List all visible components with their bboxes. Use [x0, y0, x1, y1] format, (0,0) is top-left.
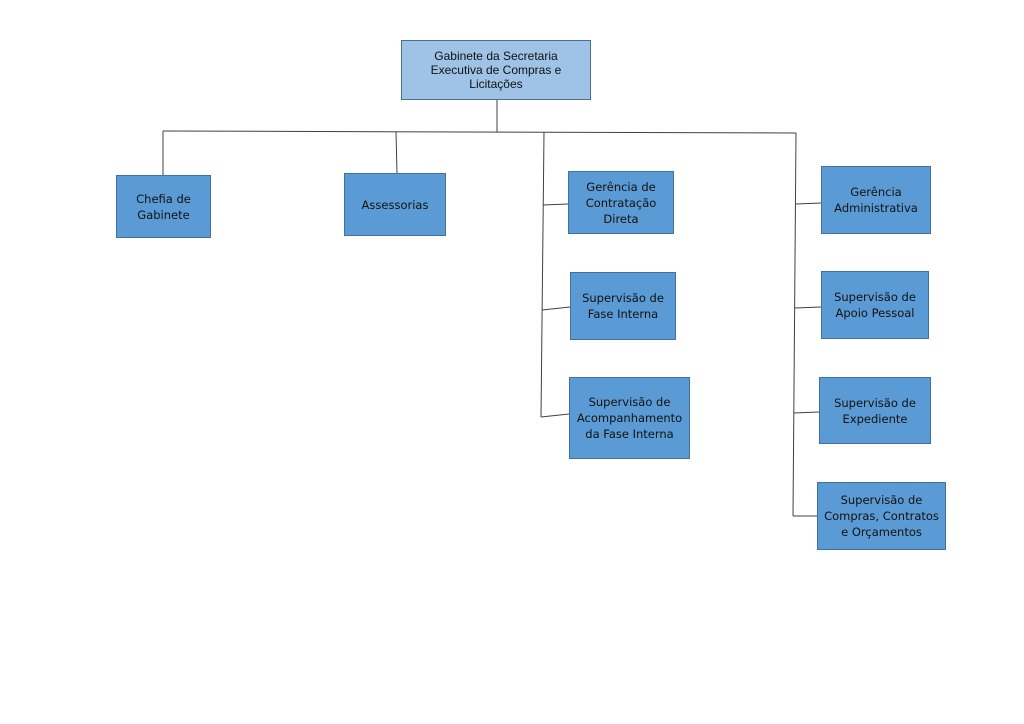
- connector-right-trunk: [792, 132, 797, 517]
- node-gerencia-administrativa: Gerência Administrativa: [821, 166, 931, 234]
- connector-left-1: [542, 203, 569, 206]
- node-fase-interna-label: Supervisão de Fase Interna: [582, 291, 664, 321]
- connector-left-2: [541, 306, 571, 311]
- node-supervisao-compras-contratos: Supervisão de Compras, Contratos e Orçam…: [817, 482, 946, 550]
- node-assessorias: Assessorias: [344, 173, 446, 236]
- node-compras-contratos-label: Supervisão de Compras, Contratos e Orçam…: [824, 493, 939, 539]
- node-supervisao-apoio-pessoal: Supervisão de Apoio Pessoal: [821, 271, 929, 339]
- node-apoio-pessoal-label: Supervisão de Apoio Pessoal: [834, 290, 916, 320]
- connector-assessorias: [395, 131, 398, 174]
- connector-main-bus: [162, 130, 797, 134]
- node-gerencia-administrativa-label: Gerência Administrativa: [834, 185, 918, 215]
- root-node-label: Gabinete da Secretaria Executiva de Comp…: [430, 49, 562, 91]
- connector-right-3: [793, 411, 820, 414]
- node-supervisao-expediente: Supervisão de Expediente: [819, 377, 931, 444]
- node-gerencia-contratacao-label: Gerência de Contratação Direta: [585, 179, 657, 226]
- node-acompanhamento-label: Supervisão de Acompanhamento da Fase Int…: [576, 395, 683, 441]
- root-node-gabinete: Gabinete da Secretaria Executiva de Comp…: [401, 40, 591, 100]
- node-chefia-label: Chefia de Gabinete: [136, 191, 191, 222]
- connector-right-2: [794, 306, 822, 309]
- connector-left-3: [540, 413, 570, 418]
- connector-right-1: [795, 202, 822, 205]
- node-supervisao-fase-interna: Supervisão de Fase Interna: [570, 272, 676, 340]
- node-supervisao-acompanhamento: Supervisão de Acompanhamento da Fase Int…: [569, 377, 690, 459]
- node-gerencia-contratacao-direta: Gerência de Contratação Direta: [568, 171, 674, 234]
- connector-left-trunk: [540, 131, 545, 418]
- node-chefia-de-gabinete: Chefia de Gabinete: [116, 175, 211, 238]
- node-assessorias-label: Assessorias: [361, 197, 429, 212]
- node-expediente-label: Supervisão de Expediente: [834, 395, 916, 426]
